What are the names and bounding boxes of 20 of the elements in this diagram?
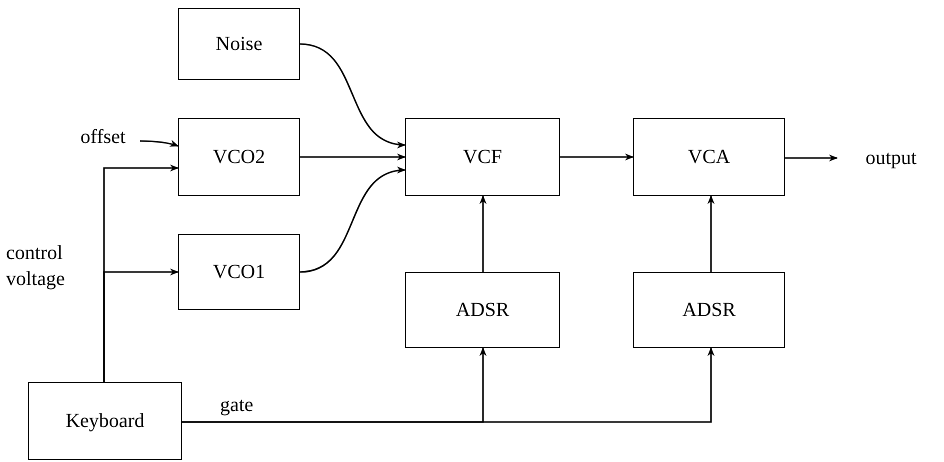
arrow bbox=[707, 195, 715, 272]
arrow bbox=[785, 154, 838, 162]
arrow bbox=[103, 268, 179, 382]
module-box: Keyboard bbox=[28, 382, 182, 460]
signal-text: offset bbox=[70, 124, 136, 150]
arrow bbox=[300, 168, 406, 273]
arrow bbox=[560, 153, 634, 161]
module-box: VCF bbox=[405, 118, 560, 196]
module-box: ADSR bbox=[633, 272, 785, 348]
arrow bbox=[300, 153, 406, 161]
module-box: ADSR bbox=[405, 272, 560, 348]
arrow bbox=[300, 43, 406, 148]
module-box: VCO1 bbox=[178, 234, 300, 310]
module-box: Noise bbox=[178, 8, 300, 80]
arrow bbox=[479, 195, 487, 272]
arrow bbox=[182, 347, 715, 423]
arrow bbox=[140, 140, 179, 147]
signal-text: output bbox=[843, 145, 939, 171]
module-box: VCA bbox=[633, 118, 785, 196]
module-box: VCO2 bbox=[178, 118, 300, 196]
